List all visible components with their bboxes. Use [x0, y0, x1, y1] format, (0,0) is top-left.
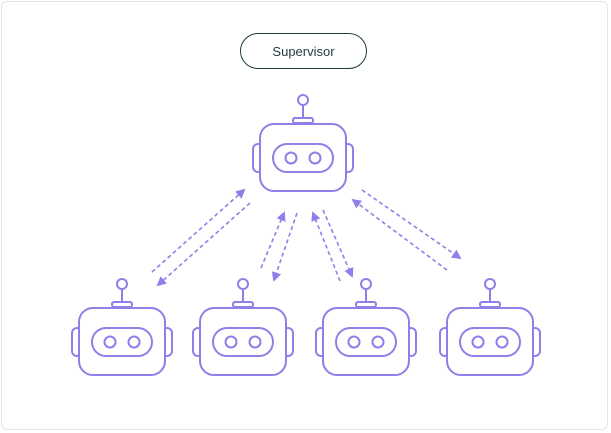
- edges-layer: [151, 188, 462, 287]
- nodes-layer: [71, 94, 541, 376]
- antenna-base: [232, 301, 254, 308]
- robot-head: [259, 123, 347, 192]
- arrow-to-worker-4: [361, 189, 462, 260]
- arrow-to-supervisor-2: [260, 211, 286, 269]
- left-eye: [103, 335, 117, 349]
- antenna-tip: [237, 278, 249, 290]
- supervisor-robot-icon: [252, 94, 354, 192]
- worker-robot-icon-3: [315, 278, 417, 376]
- antenna-tip: [360, 278, 372, 290]
- arrow-to-worker-3: [322, 209, 354, 278]
- antenna-tip: [484, 278, 496, 290]
- antenna-base: [111, 301, 133, 308]
- right-eye: [127, 335, 141, 349]
- left-eye: [347, 335, 361, 349]
- antenna-tip: [297, 94, 309, 106]
- robot-visor: [272, 143, 334, 173]
- robot-visor: [91, 327, 153, 357]
- robot-visor: [459, 327, 521, 357]
- right-eye: [495, 335, 509, 349]
- antenna-base: [355, 301, 377, 308]
- robot-head: [446, 307, 534, 376]
- robot-head: [199, 307, 287, 376]
- edge-supervisor-worker-3: [311, 209, 354, 282]
- arrow-to-supervisor-1: [151, 188, 246, 273]
- left-eye: [224, 335, 238, 349]
- robot-visor: [335, 327, 397, 357]
- worker-robot-icon-1: [71, 278, 173, 376]
- left-eye: [471, 335, 485, 349]
- arrow-to-worker-2: [271, 212, 298, 282]
- robot-visor: [212, 327, 274, 357]
- right-eye: [248, 335, 262, 349]
- antenna-tip: [116, 278, 128, 290]
- arrow-to-supervisor-3: [311, 211, 341, 282]
- edge-supervisor-worker-1: [151, 188, 251, 287]
- robot-head: [78, 307, 166, 376]
- worker-robot-icon-4: [439, 278, 541, 376]
- arrow-to-worker-1: [156, 202, 251, 287]
- edge-supervisor-worker-2: [260, 211, 298, 282]
- right-eye: [308, 151, 322, 165]
- antenna-base: [292, 117, 314, 124]
- robot-head: [322, 307, 410, 376]
- edge-supervisor-worker-4: [351, 189, 462, 271]
- supervisor-label: Supervisor: [240, 33, 367, 69]
- left-eye: [284, 151, 298, 165]
- arrow-to-supervisor-4: [351, 198, 448, 271]
- antenna-base: [479, 301, 501, 308]
- right-eye: [371, 335, 385, 349]
- worker-robot-icon-2: [192, 278, 294, 376]
